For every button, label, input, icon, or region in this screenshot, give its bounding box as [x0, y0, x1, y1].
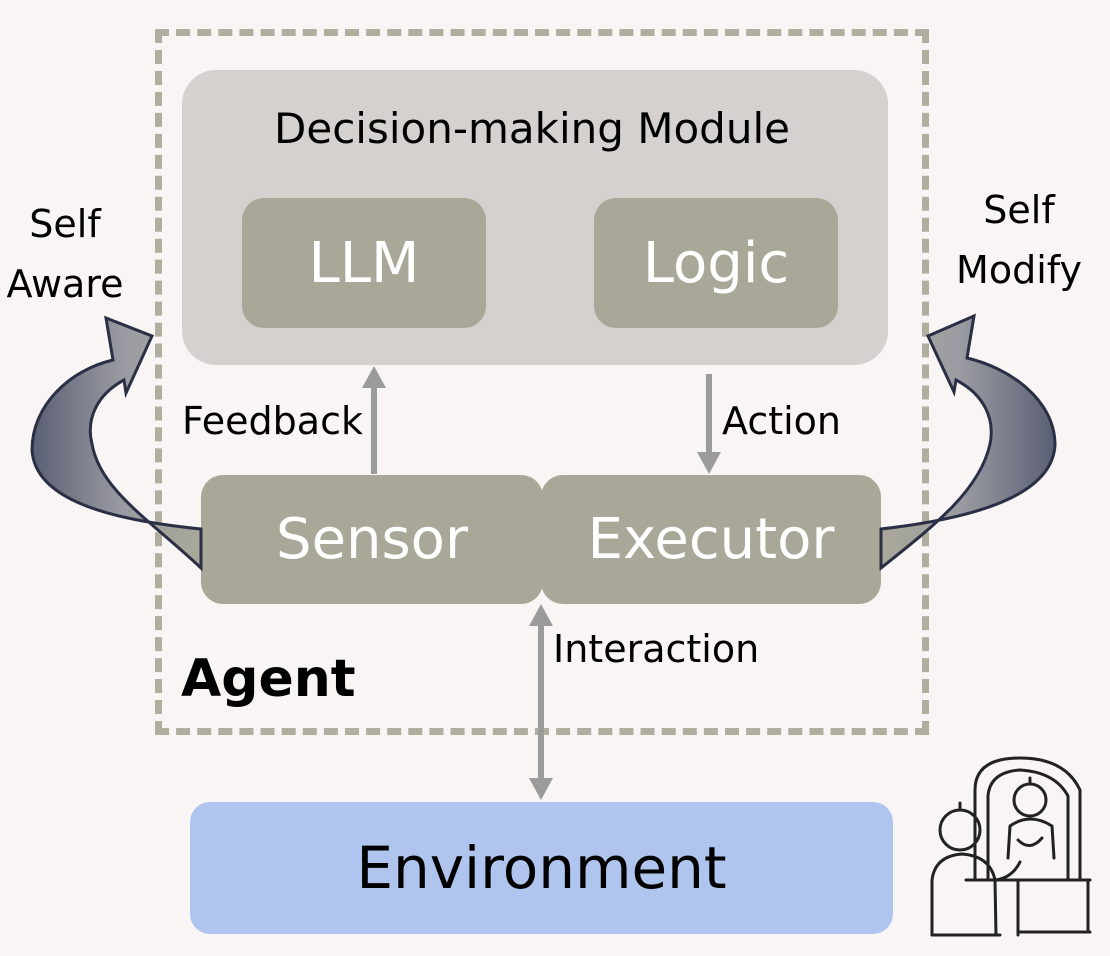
action-label: Action	[722, 399, 842, 443]
self-aware-curved-arrow	[30, 315, 203, 572]
sensor-block: Sensor	[201, 475, 543, 604]
feedback-label: Feedback	[182, 399, 363, 443]
self-modify-curved-arrow	[879, 313, 1057, 572]
self-aware-line1: Self	[29, 202, 101, 246]
self-modify-line2: Modify	[956, 248, 1082, 292]
feedback-arrow	[362, 366, 386, 474]
decision-module-title: Decision-making Module	[274, 104, 790, 153]
self-modify-line1: Self	[983, 188, 1055, 232]
robot-mirror-icon	[930, 756, 1092, 937]
executor-block: Executor	[541, 475, 881, 604]
interaction-arrow	[529, 604, 553, 800]
llm-block: LLM	[242, 198, 486, 328]
self-aware-line2: Aware	[6, 262, 124, 306]
environment-block: Environment	[190, 802, 893, 934]
agent-label: Agent	[181, 649, 356, 709]
logic-block: Logic	[594, 198, 838, 328]
interaction-label: Interaction	[553, 627, 760, 671]
action-arrow	[697, 374, 721, 474]
self-modify-label: Self Modify	[944, 180, 1094, 300]
self-aware-label: Self Aware	[0, 194, 130, 314]
